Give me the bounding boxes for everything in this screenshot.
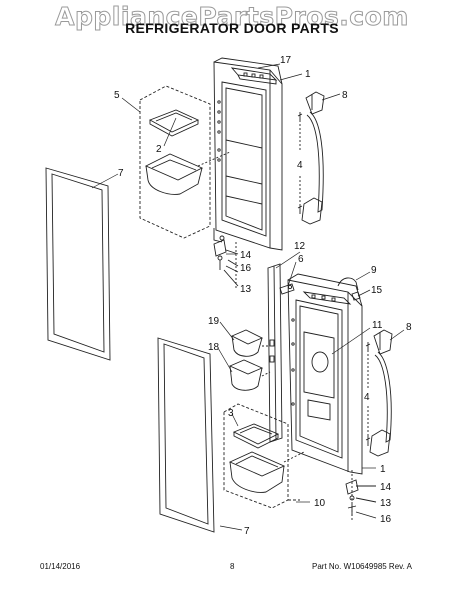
callout-7-lower-gasket: 7 (244, 526, 250, 537)
callout-13-lower: 13 (380, 498, 392, 509)
door-mullion-flipper (267, 263, 283, 443)
callout-16-upper: 16 (240, 263, 252, 274)
footer-date: 01/14/2016 (40, 562, 81, 571)
callout-6-hinge: 6 (298, 254, 304, 265)
callout-8-lower-handle: 8 (406, 322, 412, 333)
small-door-bin-19 (230, 329, 264, 357)
callout-14-upper: 14 (240, 250, 252, 261)
callout-14-lower: 14 (380, 482, 392, 493)
lower-door-gasket (157, 337, 215, 533)
callout-10-lower-kit: 10 (314, 498, 326, 509)
upper-door-assembly (213, 57, 283, 251)
callout-3-lower-kit: 3 (228, 408, 234, 419)
mullion-hinge (279, 283, 295, 295)
lower-hinge-hardware (345, 470, 377, 520)
small-door-bin-18 (228, 359, 264, 391)
upper-door-bin (144, 153, 204, 195)
lower-handle-screw-top (365, 342, 371, 352)
wire-harness (337, 277, 359, 291)
upper-handle-screw-top (297, 112, 303, 122)
page-title: REFRIGERATOR DOOR PARTS (125, 20, 339, 36)
leader-lines (91, 63, 405, 531)
upper-door-shelf (148, 109, 200, 137)
upper-hinge-hardware (213, 239, 239, 290)
lower-door-handle (369, 329, 393, 457)
top-connector (351, 291, 361, 301)
callout-5-bin-kit: 5 (114, 90, 120, 101)
callout-17-top-cap: 17 (280, 55, 292, 66)
callout-12-mullion: 12 (294, 241, 306, 252)
callout-1-lower-door: 1 (380, 464, 386, 475)
upper-door-handle (301, 91, 325, 225)
callout-11-dispenser: 11 (372, 320, 383, 331)
callout-1-upper-door: 1 (305, 69, 311, 80)
callout-labels: 1 17 5 8 2 7 4 14 16 13 12 6 9 15 11 8 1… (114, 55, 412, 537)
callout-8-upper-handle: 8 (342, 90, 348, 101)
callout-18-bin: 18 (208, 342, 220, 353)
footer-part-number: Part No. W10649985 Rev. A (312, 562, 412, 571)
upper-door-gasket (45, 167, 111, 361)
lower-handle-screw-bottom (365, 436, 371, 446)
callout-4-lower-screws: 4 (364, 392, 370, 403)
callout-19-bin: 19 (208, 316, 220, 327)
callout-4-upper-screws: 4 (297, 160, 303, 171)
upper-bin-kit-box (139, 85, 211, 239)
callout-7-upper-gasket: 7 (118, 168, 124, 179)
callout-16-lower: 16 (380, 514, 392, 525)
callout-9-harness: 9 (371, 265, 377, 276)
upper-handle-screw-bottom (297, 204, 303, 214)
watermark: AppliancePartsPros.com (55, 2, 409, 32)
callout-2-shelf: 2 (156, 144, 162, 155)
footer-page-number: 8 (230, 562, 235, 571)
callout-15-connector: 15 (371, 285, 383, 296)
callout-13-upper: 13 (240, 284, 252, 295)
lower-door-assembly (287, 273, 363, 475)
lower-door-shelf (232, 423, 280, 449)
lower-door-bin (228, 451, 286, 493)
lower-bin-kit-box (223, 403, 300, 509)
